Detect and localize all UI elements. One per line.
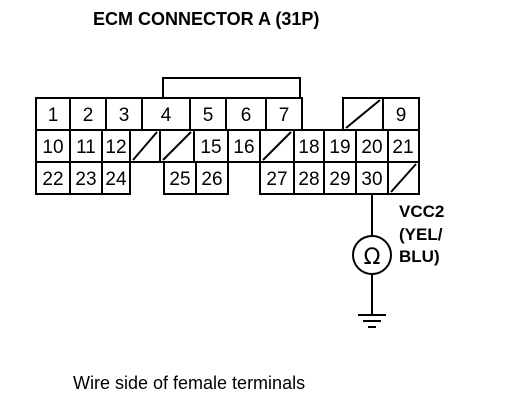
pin-label: 22: [42, 169, 63, 190]
pin-label: 7: [279, 105, 290, 126]
pin-label: 19: [329, 137, 350, 158]
pin-cell: [193, 129, 229, 163]
pin-cell: [163, 161, 197, 195]
pin-cell: [293, 161, 325, 195]
pin-label: 15: [200, 137, 221, 158]
wire-color-label: (YEL/: [399, 225, 443, 244]
pin-label: 24: [105, 169, 127, 190]
empty-slot-mark: [390, 163, 417, 193]
pin-cell: [382, 97, 420, 131]
pin-label: 12: [105, 137, 126, 158]
diagram-caption: Wire side of female terminals: [73, 373, 305, 393]
ohm-symbol: Ω: [364, 245, 381, 270]
signal-name-label: VCC2: [399, 202, 444, 221]
empty-slot-mark: [132, 131, 158, 161]
pin-label: 5: [203, 105, 214, 126]
pin-cell: [323, 161, 357, 195]
wire-color-label: BLU): [399, 247, 440, 266]
pin-label: 30: [361, 169, 382, 190]
pin-cell: [35, 161, 71, 195]
pin-cell: [259, 161, 295, 195]
connector-lock-tab: [162, 77, 301, 98]
connector-row-3: 22 23 24 25 26 27 28 29 30: [35, 161, 420, 195]
ground-icon: [358, 314, 386, 328]
pin-cell: [227, 129, 261, 163]
connector-row-2: 10 11 12 15 16 18 19 20 21: [35, 129, 420, 163]
pin-label: 16: [233, 137, 254, 158]
pin-label: 3: [119, 105, 130, 126]
pin-label: 21: [392, 137, 413, 158]
pin-label: 1: [48, 105, 59, 126]
pin-label: 4: [161, 105, 172, 126]
pin-label: 29: [329, 169, 350, 190]
pin-label: 23: [75, 169, 96, 190]
pin-label: 25: [169, 169, 190, 190]
empty-slot-mark: [262, 131, 292, 161]
pin-label: 10: [42, 137, 63, 158]
pin-cell: [69, 129, 103, 163]
diagram-title: ECM CONNECTOR A (31P): [93, 9, 319, 29]
pin-label: 28: [298, 169, 319, 190]
empty-slot-mark: [345, 99, 381, 129]
pin-label: 27: [266, 169, 287, 190]
pin-label: 2: [83, 105, 94, 126]
pin-label: 18: [298, 137, 319, 158]
pin-cell: [323, 129, 357, 163]
pin-label: 26: [201, 169, 222, 190]
pin-label: 6: [241, 105, 252, 126]
pin-cell: [195, 161, 229, 195]
pin-label: 11: [76, 137, 96, 158]
empty-slot-mark: [162, 131, 192, 161]
connector-row-1: 1 2 3 4 5 6 7: [35, 97, 303, 131]
pin-label: 9: [396, 105, 407, 126]
pin-cell: [101, 161, 131, 195]
pin-label: 20: [361, 137, 382, 158]
connector-row-1-right: 9: [342, 97, 420, 131]
